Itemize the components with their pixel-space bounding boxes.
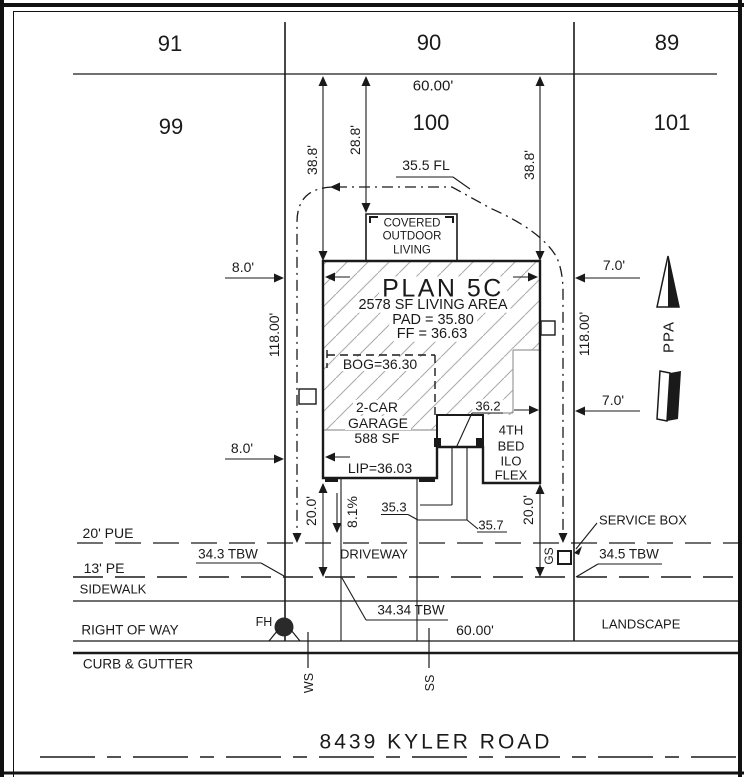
dim-7-0-lower: 7.0' (601, 392, 625, 408)
service-box-symbol (557, 550, 572, 565)
covered-outdoor-living-line3: LIVING (393, 244, 431, 257)
dim-38-8-left: 38.8' (304, 145, 320, 175)
driveway-label: DRIVEWAY (340, 546, 408, 562)
plan-name: PLAN 5C (379, 276, 507, 302)
dim-frontage-bottom: 60.00' (456, 622, 494, 638)
pue-label: 20' PUE (82, 525, 134, 541)
lip-elevation: LIP=36.03 (347, 460, 413, 476)
sidewalk-label: SIDEWALK (79, 581, 147, 597)
dim-7-0-upper: 7.0' (602, 257, 626, 273)
flex-room-line1: 4TH (498, 422, 524, 438)
dim-8-0-lower: 8.0' (230, 440, 254, 456)
utility-ticks (307, 628, 430, 668)
utility-box-right (540, 320, 556, 336)
dim-20-0-right: 20.0' (520, 495, 536, 525)
right-of-way-label: RIGHT OF WAY (81, 622, 179, 638)
dim-frontage-top: 60.00' (412, 77, 454, 95)
dim-118-right: 118.00' (576, 311, 592, 357)
entry-porch (436, 414, 484, 448)
covered-outdoor-living-box (365, 213, 458, 261)
dim-28-8: 28.8' (347, 125, 363, 155)
tbw-center-label: 34.34 TBW (377, 602, 445, 618)
garage-sf: 588 SF (354, 430, 400, 446)
curb-gutter-label: CURB & GUTTER (82, 656, 194, 672)
flow-arrows (292, 182, 568, 543)
gs-label: GS (542, 547, 556, 565)
service-box-leader-arrow (574, 546, 582, 555)
street-address: 8439 KYLER ROAD (319, 730, 553, 754)
fire-hydrant-label: FH (255, 614, 273, 629)
flow-line-elevation: 35.5 FL (402, 157, 450, 173)
flex-room-line2: BED (497, 438, 525, 454)
fire-hydrant-symbol (268, 617, 301, 642)
spot-elev-35-7: 35.7 (478, 517, 504, 533)
landscape-label: LANDSCAPE (601, 616, 681, 632)
spot-elev-35-3: 35.3 (381, 499, 407, 515)
utility-box-left (298, 388, 317, 405)
spot-elev-36-2: 36.2 (472, 399, 504, 413)
water-service-label: WS (301, 672, 316, 694)
lot-number-90: 90 (416, 30, 442, 55)
lot-number-101: 101 (653, 110, 691, 135)
garage-details (298, 320, 556, 482)
garage-label-line2: GARAGE (345, 416, 411, 430)
lot-number-100: 100 (412, 110, 450, 135)
pad-elevation: PAD = 35.80 (389, 313, 477, 328)
lot-lines (73, 22, 717, 641)
tbw-right-label: 34.5 TBW (599, 546, 659, 562)
tbw-left-label: 34.3 TBW (198, 546, 258, 562)
north-arrow-icon (656, 255, 681, 422)
bog-dashed-line (326, 350, 436, 415)
leaders (196, 176, 662, 621)
covered-outdoor-living-line2: OUTDOOR (382, 230, 442, 243)
dim-20-0-left: 20.0' (303, 496, 319, 526)
service-box-label: SERVICE BOX (599, 512, 687, 528)
flex-room-line3: ILO (500, 453, 522, 469)
bog-elevation: BOG=36.30 (339, 357, 421, 371)
covered-outdoor-living-line1: COVERED (383, 217, 441, 230)
sewer-service-label: SS (422, 674, 437, 692)
porch-post (434, 438, 441, 447)
dim-38-8-right: 38.8' (521, 150, 537, 180)
dim-8-0-upper: 8.0' (231, 259, 255, 275)
lot-number-91: 91 (157, 31, 183, 56)
lot-number-89: 89 (654, 30, 680, 55)
pe-label: 13' PE (83, 560, 125, 576)
lot-number-99: 99 (158, 114, 184, 139)
garage-label-line1: 2-CAR (352, 400, 402, 414)
dimension-lines (225, 78, 640, 641)
dim-118-left: 118.00' (266, 312, 282, 358)
living-area: 2578 SF LIVING AREA (355, 298, 511, 313)
dimension-arrowheads (274, 76, 585, 577)
flow-lines (296, 186, 564, 538)
driveway-slope: 8.1% (344, 496, 360, 528)
ff-elevation: FF = 36.63 (393, 327, 471, 342)
porch-post (476, 438, 483, 447)
flex-room-line4: FLEX (494, 467, 528, 483)
north-arrow-text: PPA (660, 321, 678, 353)
street-lines (73, 542, 738, 655)
